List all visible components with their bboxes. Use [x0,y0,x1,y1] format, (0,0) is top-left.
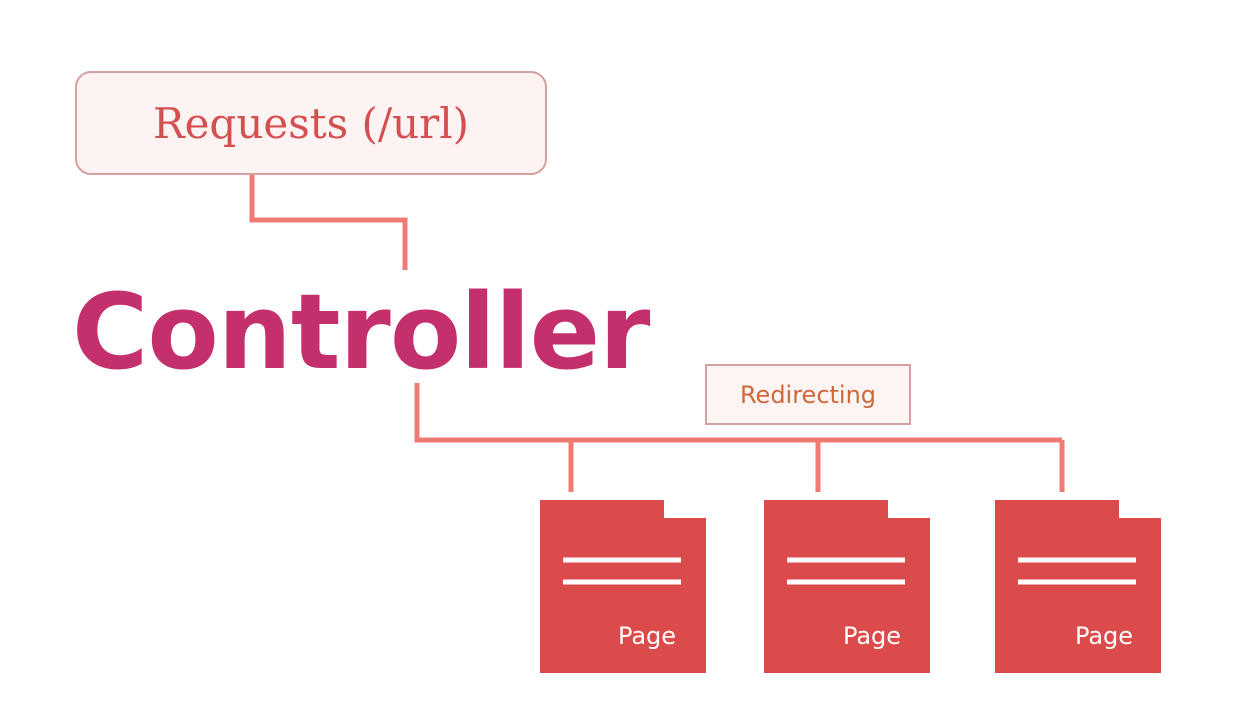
page-label: Page [617,622,677,650]
page-label: Page [1074,622,1134,650]
requests-box: Requests (/url) [75,71,547,175]
page-icon [540,500,706,673]
page-icon [764,500,930,673]
page-icon [995,500,1161,673]
requests-label: Requests (/url) [152,98,470,148]
redirecting-box: Redirecting [705,364,911,425]
page-label: Page [842,622,902,650]
controller-label: Controller [72,271,650,393]
request-connector [249,175,408,270]
controller-connector [414,383,1062,443]
redirecting-label: Redirecting [739,380,877,409]
